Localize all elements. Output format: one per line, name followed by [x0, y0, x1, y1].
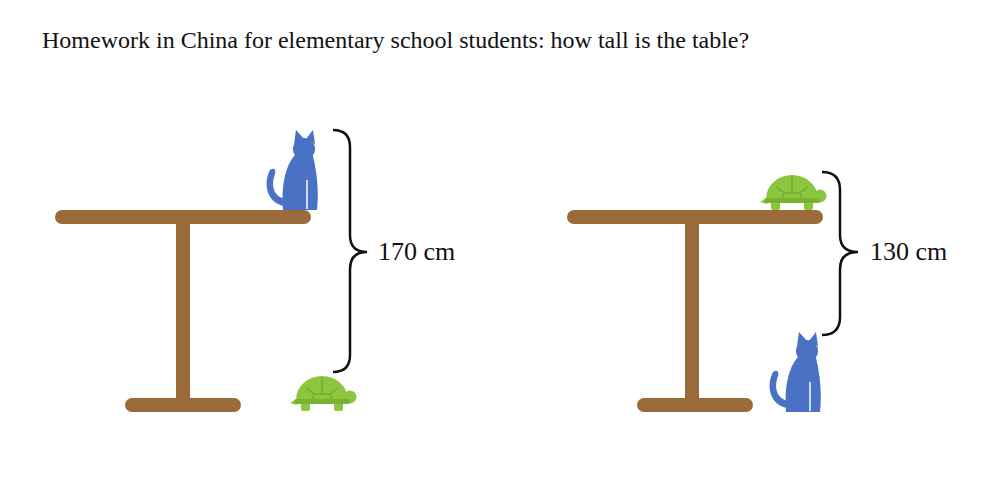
table-leg [176, 222, 190, 402]
cat-icon [770, 332, 821, 412]
turtle-icon [290, 376, 357, 411]
dimension-label: 130 cm [870, 236, 947, 267]
cat-icon [267, 130, 318, 210]
table-leg [685, 222, 699, 402]
brace [333, 130, 367, 372]
title: Homework in China for elementary school … [42, 26, 749, 55]
dimension-label: 170 cm [378, 236, 455, 267]
table-base [125, 398, 241, 412]
table-top [567, 210, 823, 224]
table-top [55, 210, 311, 224]
table-base [637, 398, 753, 412]
turtle-icon [760, 175, 827, 210]
brace [822, 172, 858, 335]
